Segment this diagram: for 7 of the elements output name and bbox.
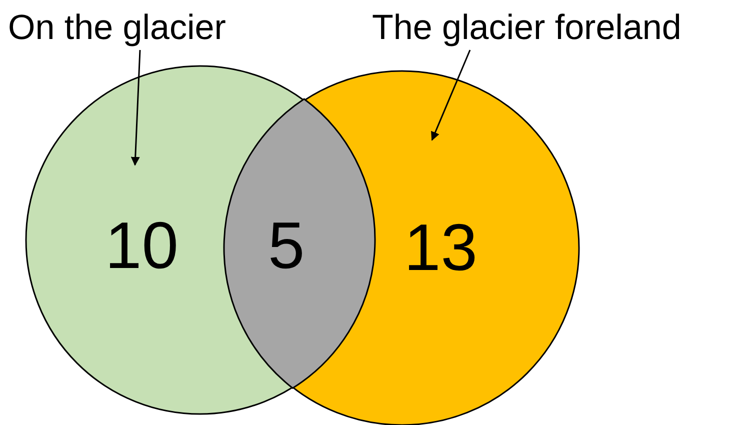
set-label: The glacier foreland [372,10,682,45]
count-label: 13 [404,214,478,280]
leader-arrow [130,50,141,166]
set-label: On the glacier [8,10,226,45]
count-label: 5 [268,212,305,278]
count-label: 10 [105,212,178,278]
leader-arrow [431,50,471,141]
